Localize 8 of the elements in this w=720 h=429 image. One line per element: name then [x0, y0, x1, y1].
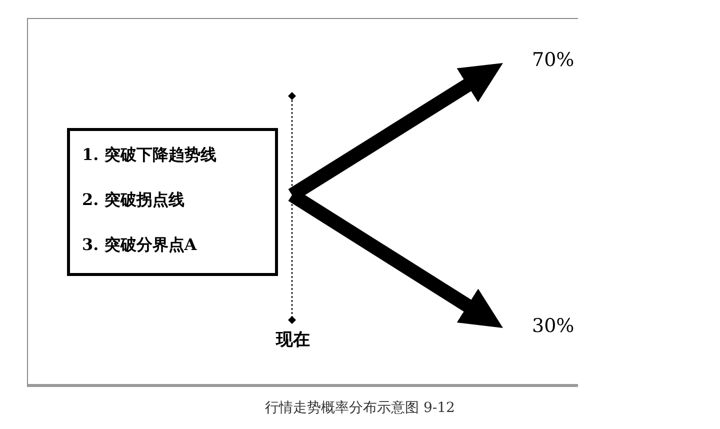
figure-caption: 行情走势概率分布示意图 9-12	[264, 399, 456, 417]
percentage-text: 30%	[532, 315, 574, 337]
condition-text: 2. 突破拐点线	[82, 190, 186, 210]
now-label: 现在	[276, 329, 310, 351]
condition-text: 1. 突破下降趋势线	[82, 145, 218, 165]
condition-box	[67, 128, 278, 276]
condition-text: 3. 突破分界点A	[82, 235, 198, 255]
percentage-text: 70%	[532, 49, 574, 71]
